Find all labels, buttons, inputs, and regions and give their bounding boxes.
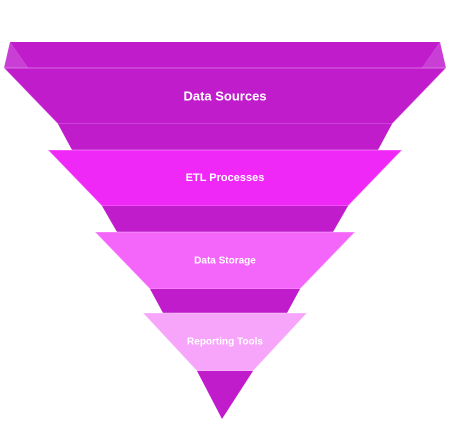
funnel-level-2-label: ETL Processes <box>186 172 265 184</box>
funnel-level-3-label: Data Storage <box>194 256 256 267</box>
funnel-level-4-label: Reporting Tools <box>187 337 263 348</box>
funnel-level-4-back <box>150 289 300 313</box>
funnel-level-2: ETL Processes <box>46 124 404 207</box>
funnel-level-1-right-fold <box>422 42 446 68</box>
funnel-level-4: Reporting Tools <box>141 289 309 372</box>
funnel-level-1-label: Data Sources <box>183 88 266 103</box>
funnel-level-2-back <box>58 124 392 150</box>
funnel-level-3: Data Storage <box>93 206 357 290</box>
funnel-level-1: Data Sources <box>2 42 448 125</box>
funnel-tip <box>197 371 253 419</box>
funnel-level-1-left-fold <box>4 42 28 68</box>
funnel-level-1-back <box>10 42 440 68</box>
funnel-level-3-back <box>102 206 348 232</box>
